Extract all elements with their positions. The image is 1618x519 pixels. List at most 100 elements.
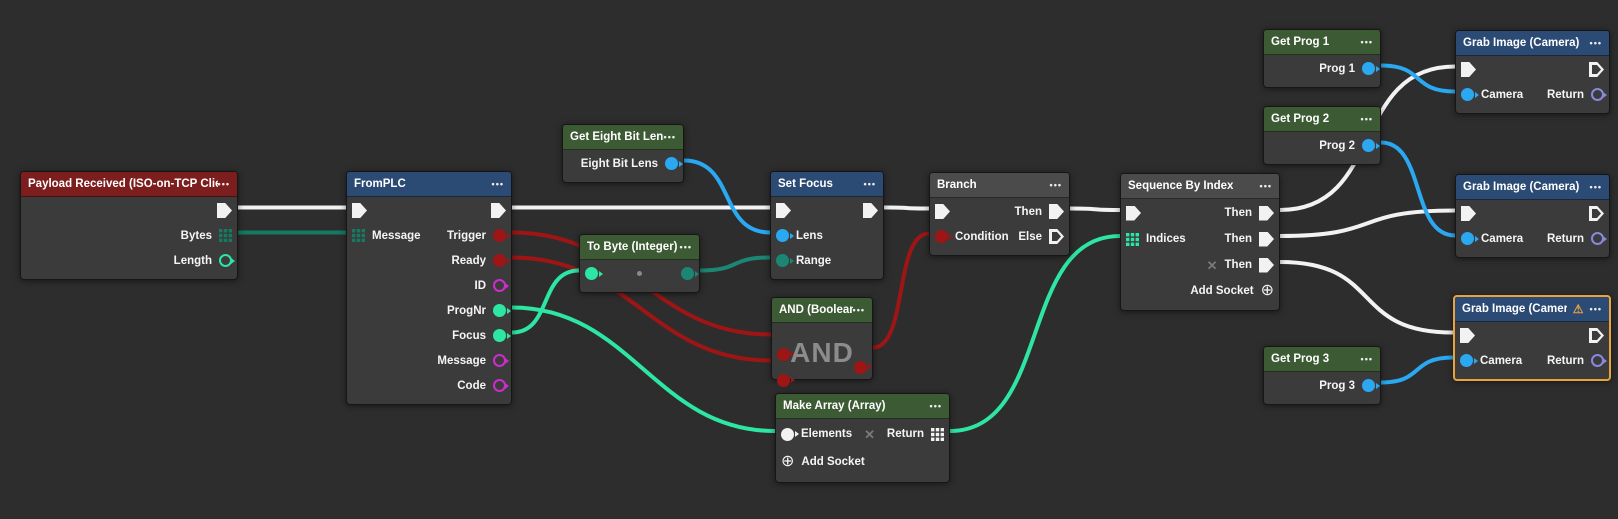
menu-icon[interactable]: ••• [217,179,230,189]
node-payload-received[interactable]: Payload Received (ISO-on-TCP Client) •••… [20,171,238,280]
node-header[interactable]: Get Prog 2 ••• [1264,107,1380,132]
menu-icon[interactable]: ••• [1360,114,1373,124]
node-header[interactable]: Grab Image (Camera) ••• [1456,31,1609,56]
add-socket-label[interactable]: Add Socket [1190,285,1254,297]
exec-in-port[interactable] [776,203,791,218]
port-prog3[interactable] [1362,379,1375,392]
exec-then1-port[interactable] [1259,205,1274,221]
wire-and-out-to-condition[interactable] [871,231,931,350]
node-grab-image-2[interactable]: Grab Image (Camera) ••• Camera Return [1455,174,1610,258]
node-sequence-by-index[interactable]: Sequence By Index ••• Then Indices Then [1120,173,1280,311]
exec-in-port[interactable] [1461,206,1476,221]
port-elements[interactable] [781,427,794,441]
port-tobyte-out[interactable] [681,267,694,280]
node-header[interactable]: Get Prog 3 ••• [1264,347,1380,372]
port-range[interactable] [776,254,789,267]
port-ready[interactable] [493,254,506,267]
node-header[interactable]: FromPLC ••• [347,172,511,197]
port-code[interactable] [493,379,506,392]
port-camera[interactable] [1460,354,1473,367]
node-and[interactable]: AND (Boolean) ••• AND [771,297,873,387]
exec-else-port[interactable] [1049,229,1064,244]
menu-icon[interactable]: ••• [852,305,865,315]
wire-prognr-to-elements[interactable] [510,305,777,433]
exec-out-port[interactable] [217,203,232,218]
port-focus[interactable] [493,329,506,342]
port-return[interactable] [1591,88,1604,101]
node-header[interactable]: AND (Boolean) ••• [772,298,872,323]
exec-in-port[interactable] [935,204,950,219]
port-prog1[interactable] [1362,62,1375,75]
exec-in-port[interactable] [352,203,367,218]
menu-icon[interactable]: ••• [679,242,692,252]
wire-makearray-return-to-indices[interactable] [948,234,1122,433]
menu-icon[interactable]: ••• [1259,181,1272,191]
node-header[interactable]: Set Focus ••• [771,172,883,197]
port-and-in2[interactable] [777,373,790,387]
port-tobyte-in[interactable] [585,267,598,280]
wire-prog3-to-grab3-camera[interactable] [1379,355,1455,385]
exec-in-port[interactable] [1460,328,1475,343]
array-port-bytes[interactable] [219,229,232,242]
port-camera[interactable] [1461,232,1474,245]
add-socket-icon[interactable]: ⊕ [1260,282,1274,299]
array-port-message-in[interactable] [352,229,365,242]
array-port-return[interactable] [930,427,944,441]
node-to-byte[interactable]: To Byte (Integer) ••• [579,234,700,293]
exec-then-port[interactable] [1049,204,1064,219]
array-port-indices[interactable] [1126,232,1139,246]
node-header[interactable]: Grab Image (Camera) ••• [1456,175,1609,200]
exec-out-port[interactable] [1589,328,1604,343]
menu-icon[interactable]: ••• [1360,37,1373,47]
port-length[interactable] [219,254,232,267]
exec-in-port[interactable] [1461,62,1476,77]
exec-out-port[interactable] [1589,62,1604,77]
wire-eightbitlens-to-lens[interactable] [682,158,772,235]
node-grab-image-1[interactable]: Grab Image (Camera) ••• Camera Return [1455,30,1610,114]
menu-icon[interactable]: ••• [1589,182,1602,192]
menu-icon[interactable]: ••• [863,179,876,189]
node-set-focus[interactable]: Set Focus ••• Lens Range [770,171,884,280]
exec-out-port[interactable] [863,203,878,218]
node-fromplc[interactable]: FromPLC ••• Message Trigger Ready [346,171,512,405]
node-header[interactable]: Sequence By Index ••• [1121,174,1279,199]
port-and-in1[interactable] [777,347,790,361]
node-get-prog-2[interactable]: Get Prog 2 ••• Prog 2 [1263,106,1381,165]
node-header[interactable]: Get Eight Bit Lens ••• [563,125,683,150]
node-get-prog-1[interactable]: Get Prog 1 ••• Prog 1 [1263,29,1381,88]
exec-then3-port[interactable] [1259,257,1274,273]
exec-out-port[interactable] [1589,206,1604,221]
wire-focus-to-tobyte-in[interactable] [510,268,581,335]
node-grab-image-3[interactable]: Grab Image (Camera) ⚠ ••• Camera Return [1453,295,1611,381]
port-and-out[interactable] [854,360,867,374]
remove-socket-icon[interactable]: ✕ [1206,257,1218,273]
menu-icon[interactable]: ••• [1360,354,1373,364]
exec-out-port[interactable] [491,203,506,218]
wire-prog2-to-grab2-camera[interactable] [1379,140,1457,238]
port-trigger[interactable] [493,229,506,242]
node-get-eight-bit-lens[interactable]: Get Eight Bit Lens ••• Eight Bit Lens [562,124,684,183]
port-condition[interactable] [935,230,948,243]
node-make-array[interactable]: Make Array (Array) ••• Elements ✕ Return… [775,393,950,483]
node-header[interactable]: Branch ••• [930,173,1069,198]
wire-tobyte-out-to-range[interactable] [698,255,772,273]
wire-branch-then-to-sequence-exec[interactable] [1068,206,1122,212]
wire-sequence-then2-to-grab2-exec[interactable] [1278,208,1457,238]
node-get-prog-3[interactable]: Get Prog 3 ••• Prog 3 [1263,346,1381,405]
port-return[interactable] [1591,232,1604,245]
port-camera[interactable] [1461,88,1474,101]
wire-sequence-then3-to-grab3-exec[interactable] [1278,260,1455,335]
port-prognr[interactable] [493,304,506,317]
node-header[interactable]: Grab Image (Camera) ⚠ ••• [1455,297,1609,322]
exec-in-port[interactable] [1126,205,1141,221]
exec-then2-port[interactable] [1259,231,1274,247]
port-message-out[interactable] [493,354,506,367]
port-eight-bit-lens[interactable] [665,157,678,170]
node-header[interactable]: To Byte (Integer) ••• [580,235,699,260]
menu-icon[interactable]: ••• [1049,180,1062,190]
menu-icon[interactable]: ••• [929,401,942,411]
add-socket-label[interactable]: Add Socket [801,456,865,468]
node-header[interactable]: Make Array (Array) ••• [776,394,949,419]
port-lens[interactable] [776,229,789,242]
